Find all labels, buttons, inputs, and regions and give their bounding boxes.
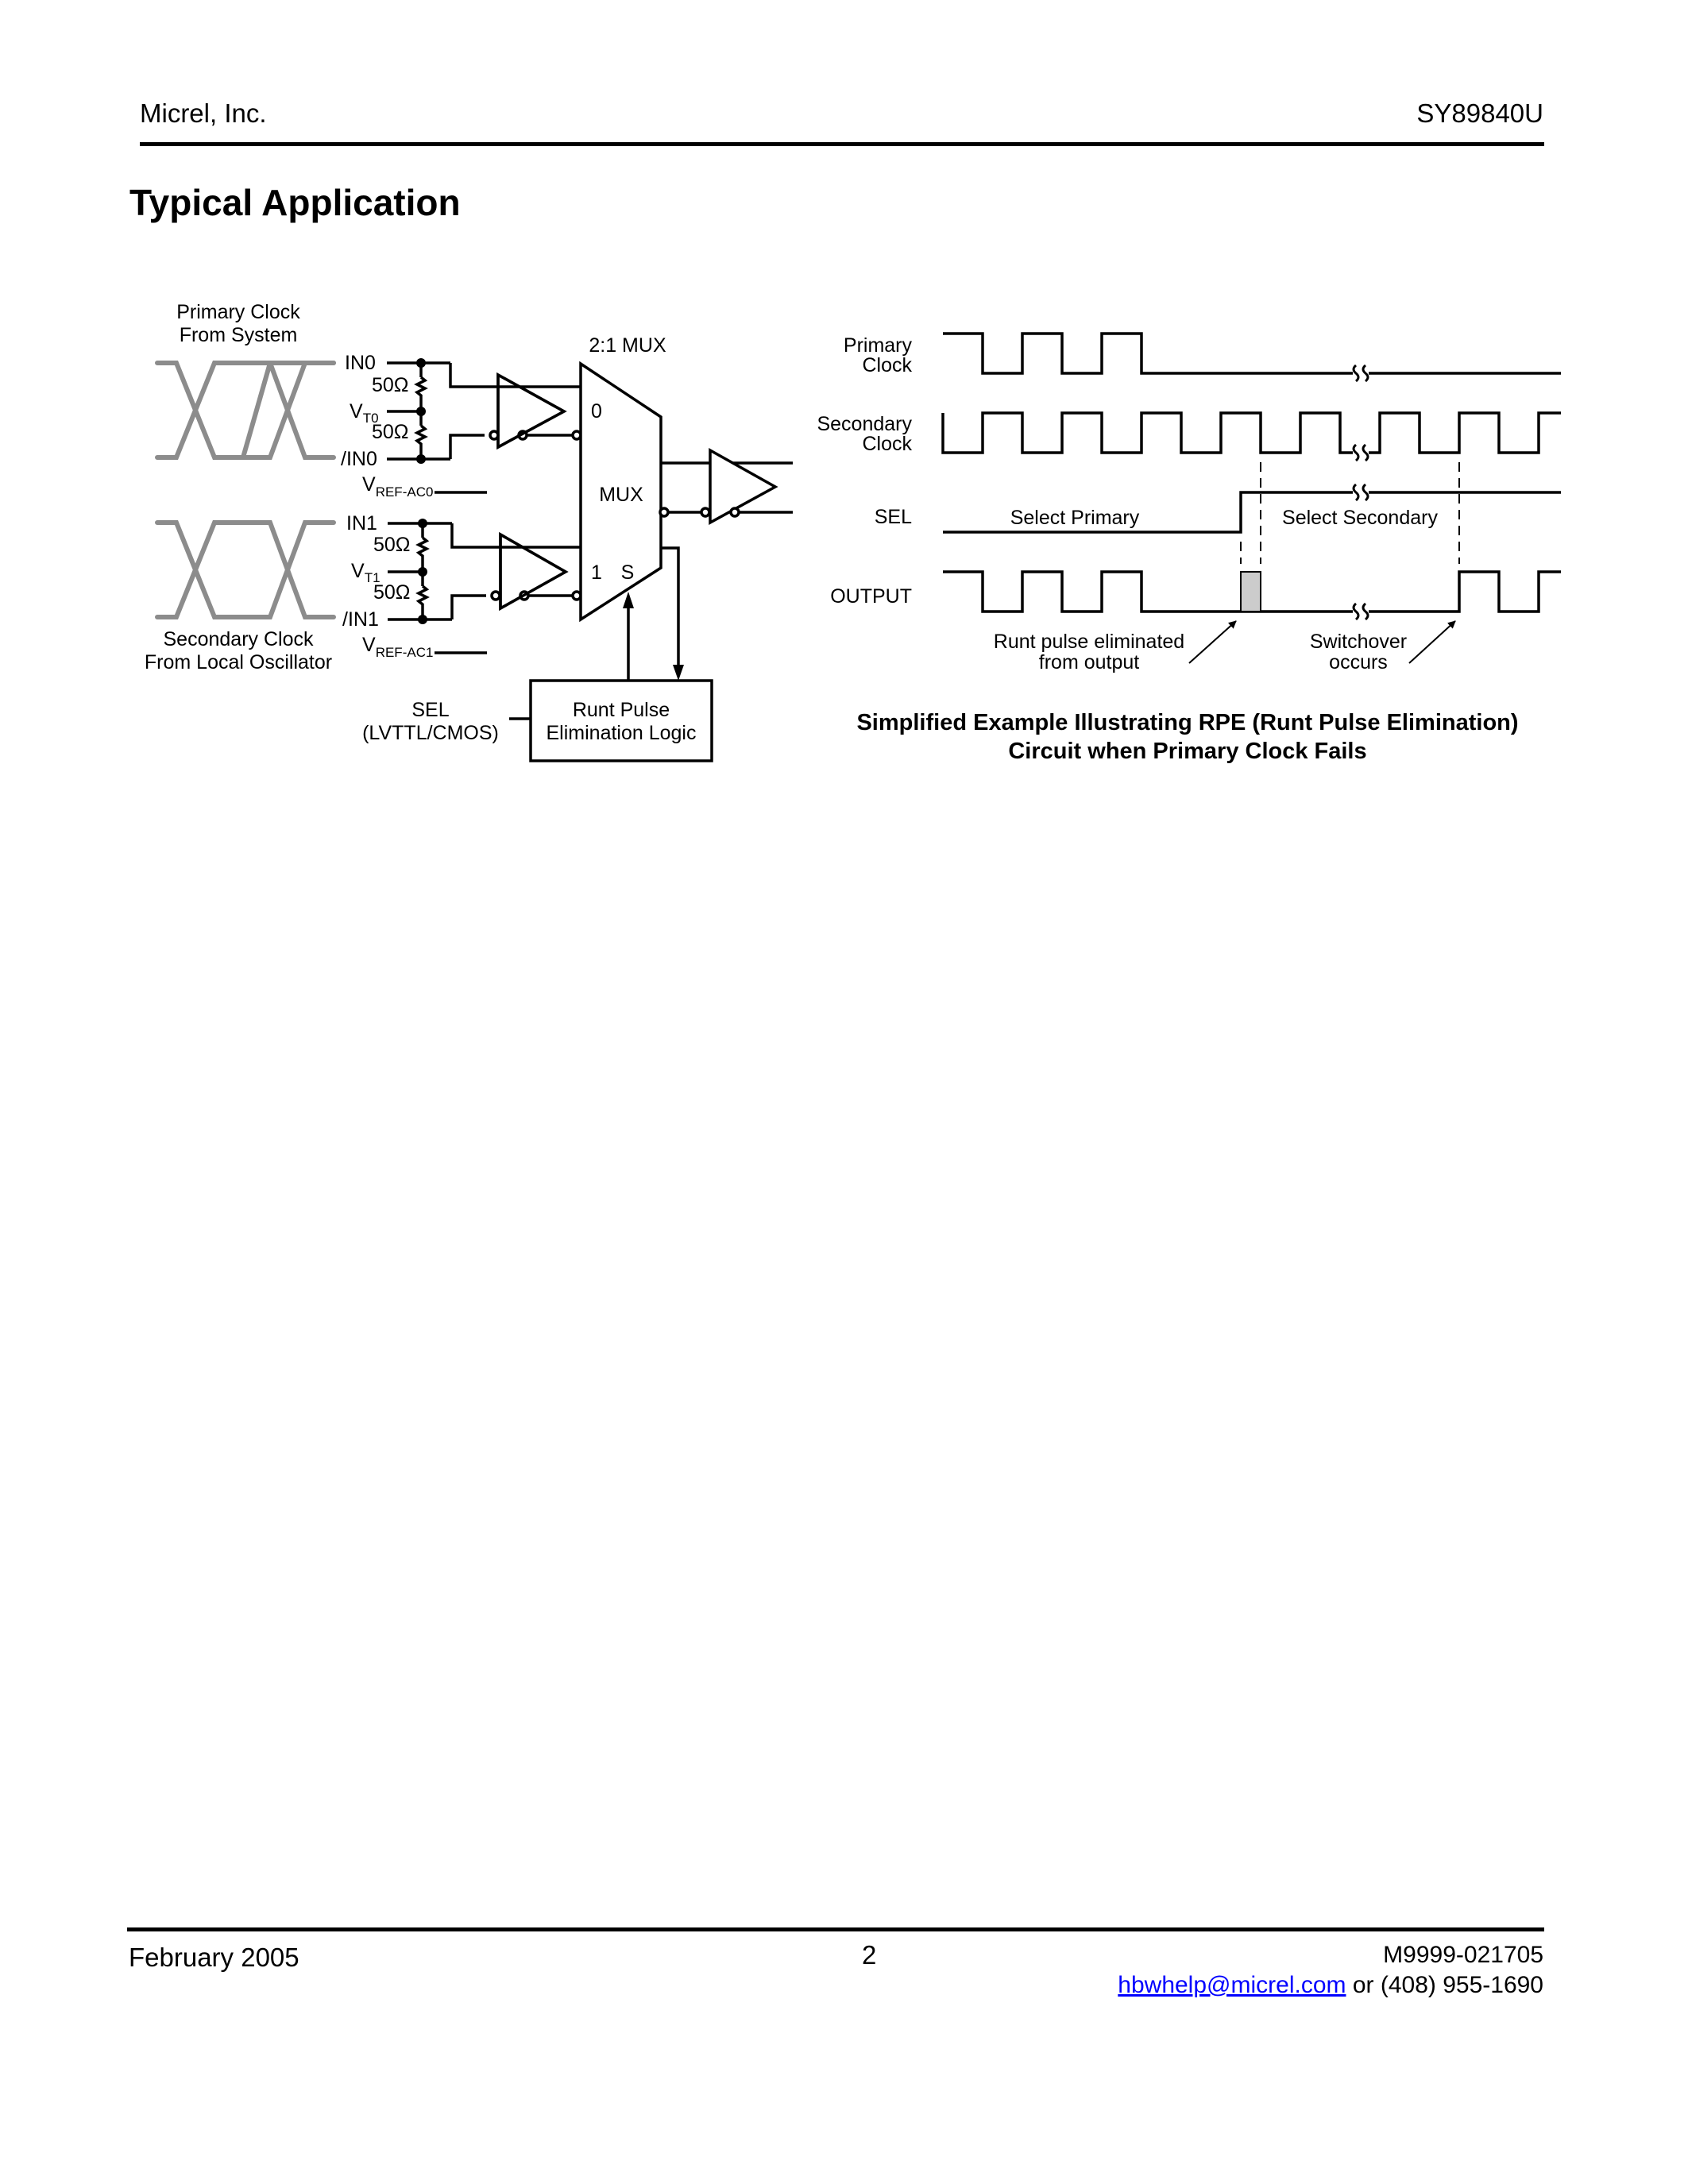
figure-caption-line2: Circuit when Primary Clock Fails (1008, 739, 1366, 764)
secondary-clock-label-line2: From Local Oscillator (145, 651, 332, 673)
svg-text:Elimination Logic: Elimination Logic (547, 722, 697, 744)
waveform-output (943, 570, 1353, 613)
waveform-secondary-clock (941, 411, 1353, 454)
waveform-primary-clock (943, 332, 1353, 375)
select-primary-label: Select Primary (1010, 507, 1140, 529)
pin-in1: IN1 (346, 512, 377, 534)
primary-clock-label-line2: From System (180, 324, 298, 346)
block-diagram: Primary Clock From System Secondary Cloc… (145, 301, 793, 762)
secondary-clock-eye-icon (155, 520, 336, 619)
footer-page-number: 2 (862, 1940, 877, 1970)
select-secondary-label: Select Secondary (1282, 507, 1438, 529)
footer-email-link[interactable]: hbwhelp@micrel.com (1118, 1972, 1346, 1998)
mux-label: MUX (599, 484, 643, 506)
secondary-clock-label-line1: Secondary Clock (164, 628, 314, 650)
annotation-runt-line2: from output (1039, 651, 1140, 673)
resistor-value-in1-bar: 50Ω (373, 581, 411, 604)
resistor-value-in1: 50Ω (373, 534, 411, 556)
arrow-up-icon (623, 592, 634, 608)
arrow-down-icon (673, 665, 684, 681)
output-buffer-icon (659, 448, 793, 525)
signal-output: OUTPUT (830, 585, 912, 608)
resistor-value-in0-bar: 50Ω (372, 421, 409, 443)
resistor-value-in0: 50Ω (372, 374, 409, 396)
pin-vt1: VT1 (351, 560, 380, 585)
typical-application-figure: Primary Clock From System Secondary Cloc… (145, 301, 1561, 764)
footer-contact: M9999-021705 hbwhelp@micrel.com or (408)… (1118, 1940, 1543, 2001)
signal-sel: SEL (875, 506, 912, 528)
annotation-runt-line1: Runt pulse eliminated (994, 631, 1184, 653)
mux-input-1: 1 (591, 561, 602, 584)
arrow-runt-icon (1188, 620, 1237, 664)
mux-select: S (621, 561, 635, 584)
footer-phone: or (408) 955-1690 (1346, 1972, 1543, 1998)
pin-vt0: VT0 (350, 400, 379, 426)
footer-doc-number: M9999-021705 (1383, 1942, 1543, 1968)
pin-in1-bar: /IN1 (342, 608, 379, 631)
mux-input-0: 0 (591, 400, 602, 423)
annotation-switchover-line2: occurs (1329, 651, 1388, 673)
sel-label-line2: (LVTTL/CMOS) (362, 722, 499, 744)
sel-label-line1: SEL (411, 699, 449, 721)
header-part-number: SY89840U (1416, 98, 1543, 128)
waveform-sel (943, 491, 1353, 534)
footer-divider (127, 1927, 1544, 1931)
pin-vref-ac1: VREF-AC1 (362, 634, 433, 660)
rpe-logic-block: Runt Pulse Elimination Logic (529, 679, 713, 762)
timing-diagram: Primary Clock Secondary Clock SEL OUTPUT (817, 332, 1561, 764)
section-title: Typical Application (129, 182, 461, 223)
primary-clock-label-line1: Primary Clock (176, 301, 300, 323)
runt-pulse (1240, 571, 1261, 612)
signal-secondary-clock-line1: Secondary (817, 413, 912, 435)
arrow-switchover-icon (1408, 620, 1456, 664)
pin-in0: IN0 (345, 352, 376, 374)
signal-primary-clock-line2: Clock (862, 354, 912, 376)
break-marks-icon (1352, 364, 1369, 621)
mux-2to1: 2:1 MUX 0 MUX 1 S (579, 334, 666, 623)
figure-caption-line1: Simplified Example Illustrating RPE (Run… (856, 710, 1518, 735)
header-divider (140, 142, 1544, 146)
input-buffer-0-icon (489, 372, 582, 450)
primary-clock-eye-icon (155, 361, 336, 460)
svg-text:Runt Pulse: Runt Pulse (573, 699, 670, 721)
annotation-switchover-line1: Switchover (1310, 631, 1407, 653)
mux-title: 2:1 MUX (589, 334, 666, 357)
signal-primary-clock-line1: Primary (844, 334, 913, 357)
signal-secondary-clock-line2: Clock (862, 433, 912, 455)
pin-in0-bar: /IN0 (341, 448, 377, 470)
pin-vref-ac0: VREF-AC0 (362, 473, 433, 500)
footer-date: February 2005 (129, 1943, 299, 1972)
header-company: Micrel, Inc. (140, 98, 267, 128)
